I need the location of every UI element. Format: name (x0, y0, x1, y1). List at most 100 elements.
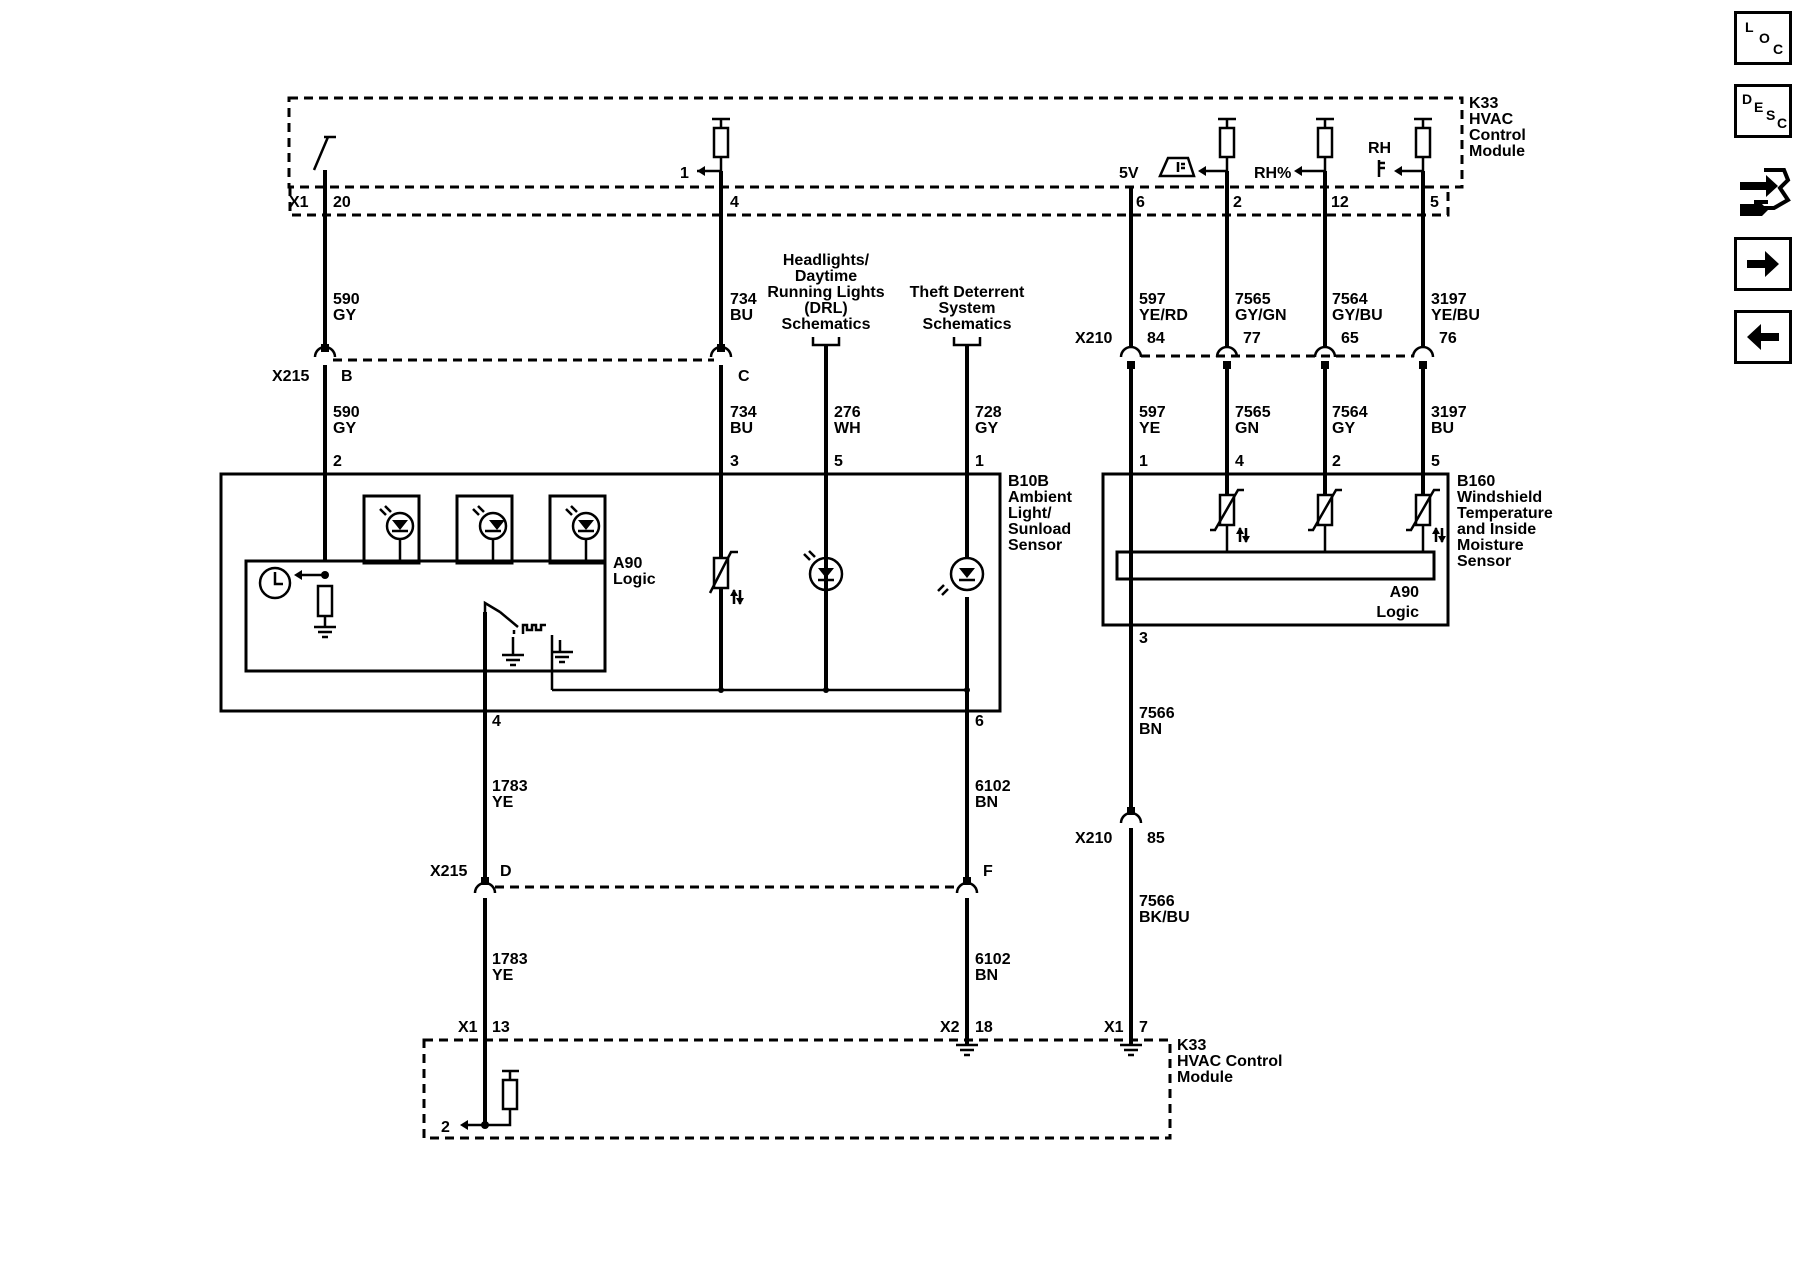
svg-text:4: 4 (1235, 453, 1244, 470)
photodiode-array (362, 494, 607, 565)
next-page-button[interactable] (1734, 237, 1792, 291)
svg-text:84: 84 (1147, 330, 1165, 347)
reference-drl: Headlights/ Daytime Running Lights (DRL)… (767, 252, 885, 347)
signal-out-1: 1 (680, 165, 689, 182)
wire-labels-middle: 590 GY 734 BU 276 WH 728 GY 597 YE 7565 … (333, 404, 1467, 437)
svg-text:3197: 3197 (1431, 291, 1467, 308)
svg-text:6102: 6102 (975, 951, 1011, 968)
svg-text:(DRL): (DRL) (804, 300, 848, 317)
svg-text:1: 1 (975, 453, 984, 470)
svg-text:HVAC Control: HVAC Control (1177, 1053, 1282, 1070)
connector-wrench-icon (1740, 168, 1791, 216)
svg-text:Control: Control (1469, 127, 1526, 144)
b10b-a90-logic: A90 Logic (244, 555, 656, 690)
signal-rh-pct: RH% (1254, 165, 1291, 182)
svg-text:A90: A90 (613, 555, 642, 572)
svg-text:B160: B160 (1457, 473, 1495, 490)
svg-text:X1: X1 (1104, 1019, 1124, 1036)
svg-text:4: 4 (730, 194, 739, 211)
svg-text:3: 3 (730, 453, 739, 470)
svg-text:BU: BU (1431, 420, 1454, 437)
svg-text:76: 76 (1439, 330, 1457, 347)
svg-text:YE: YE (492, 967, 514, 984)
k33-top-pins: 20 4 6 2 12 5 (333, 194, 1439, 211)
thermistor-734 (708, 550, 744, 605)
svg-text:4: 4 (492, 713, 501, 730)
svg-text:590: 590 (333, 291, 360, 308)
svg-text:YE: YE (492, 794, 514, 811)
signal-5v: 5V (1119, 165, 1139, 182)
svg-text:7564: 7564 (1332, 291, 1368, 308)
svg-text:B: B (341, 368, 353, 385)
svg-text:and Inside: and Inside (1457, 521, 1536, 538)
svg-text:5: 5 (834, 453, 843, 470)
svg-text:734: 734 (730, 404, 757, 421)
svg-text:GY/GN: GY/GN (1235, 307, 1287, 324)
svg-text:77: 77 (1243, 330, 1261, 347)
svg-text:Moisture: Moisture (1457, 537, 1524, 554)
svg-text:Schematics: Schematics (923, 316, 1012, 333)
svg-text:3197: 3197 (1431, 404, 1467, 421)
k33-top-internals: 1 5V RH% RH (312, 117, 1432, 182)
svg-text:1783: 1783 (492, 778, 528, 795)
svg-text:7: 7 (1139, 1019, 1148, 1036)
svg-text:728: 728 (975, 404, 1002, 421)
svg-text:2: 2 (333, 453, 342, 470)
svg-text:7564: 7564 (1332, 404, 1368, 421)
desc-icon: D (1742, 91, 1753, 107)
svg-text:YE/BU: YE/BU (1431, 307, 1480, 324)
k33-bottom-module: K33 HVAC Control Module X1 13 X2 18 X1 7… (422, 1019, 1282, 1140)
previous-arrow-icon (1747, 324, 1779, 350)
svg-text:2: 2 (1233, 194, 1242, 211)
wire-labels-bottom: 1783 YE 6102 BN 7566 BK/BU (492, 893, 1190, 984)
loc-button[interactable]: L O C (1734, 11, 1792, 65)
svg-text:7566: 7566 (1139, 893, 1175, 910)
signal-out-2: 2 (441, 1119, 450, 1136)
svg-text:Headlights/: Headlights/ (783, 252, 870, 269)
svg-text:Ambient: Ambient (1008, 489, 1073, 506)
svg-text:Theft Deterrent: Theft Deterrent (910, 284, 1025, 301)
k33-top-module: K33 HVAC Control Module X1 (287, 95, 1526, 217)
led-728 (937, 556, 985, 596)
svg-text:BN: BN (975, 794, 998, 811)
svg-text:6: 6 (975, 713, 984, 730)
svg-text:Sensor: Sensor (1008, 537, 1062, 554)
svg-text:6: 6 (1136, 194, 1145, 211)
svg-text:X1: X1 (458, 1019, 478, 1036)
svg-text:Sensor: Sensor (1457, 553, 1511, 570)
connector-x1-top: X1 (289, 194, 309, 211)
desc-button[interactable]: D E S C (1734, 84, 1792, 138)
connector-views-button[interactable] (1734, 160, 1792, 216)
svg-text:X210: X210 (1075, 830, 1112, 847)
svg-text:1: 1 (1139, 453, 1148, 470)
svg-text:BU: BU (730, 307, 753, 324)
svg-text:Logic: Logic (613, 571, 656, 588)
svg-text:5: 5 (1430, 194, 1439, 211)
svg-text:7565: 7565 (1235, 291, 1271, 308)
b10b-sensor-module: 2 3 5 1 B10B Ambient Light/ Sunload Sens… (219, 453, 1073, 730)
svg-text:Windshield: Windshield (1457, 489, 1542, 506)
svg-text:597: 597 (1139, 404, 1166, 421)
svg-text:276: 276 (834, 404, 861, 421)
svg-text:597: 597 (1139, 291, 1166, 308)
svg-text:Temperature: Temperature (1457, 505, 1553, 522)
connector-x210-top: X210 84 77 65 76 (1075, 330, 1457, 369)
svg-text:System: System (939, 300, 996, 317)
loc-icon: L (1745, 19, 1754, 35)
svg-text:YE: YE (1139, 420, 1161, 437)
svg-text:Daytime: Daytime (795, 268, 857, 285)
wire-labels-upper: 590 GY 734 BU 597 YE/RD 7565 GY/GN 7564 … (333, 291, 1480, 324)
svg-text:5: 5 (1431, 453, 1440, 470)
previous-page-button[interactable] (1734, 310, 1792, 364)
svg-text:6102: 6102 (975, 778, 1011, 795)
svg-text:YE/RD: YE/RD (1139, 307, 1188, 324)
svg-text:BN: BN (975, 967, 998, 984)
svg-text:Logic: Logic (1376, 604, 1419, 621)
svg-text:13: 13 (492, 1019, 510, 1036)
photodiode-276 (803, 550, 844, 592)
svg-text:X215: X215 (272, 368, 309, 385)
svg-text:GY: GY (333, 307, 356, 324)
svg-text:A90: A90 (1390, 584, 1419, 601)
svg-text:X2: X2 (940, 1019, 960, 1036)
